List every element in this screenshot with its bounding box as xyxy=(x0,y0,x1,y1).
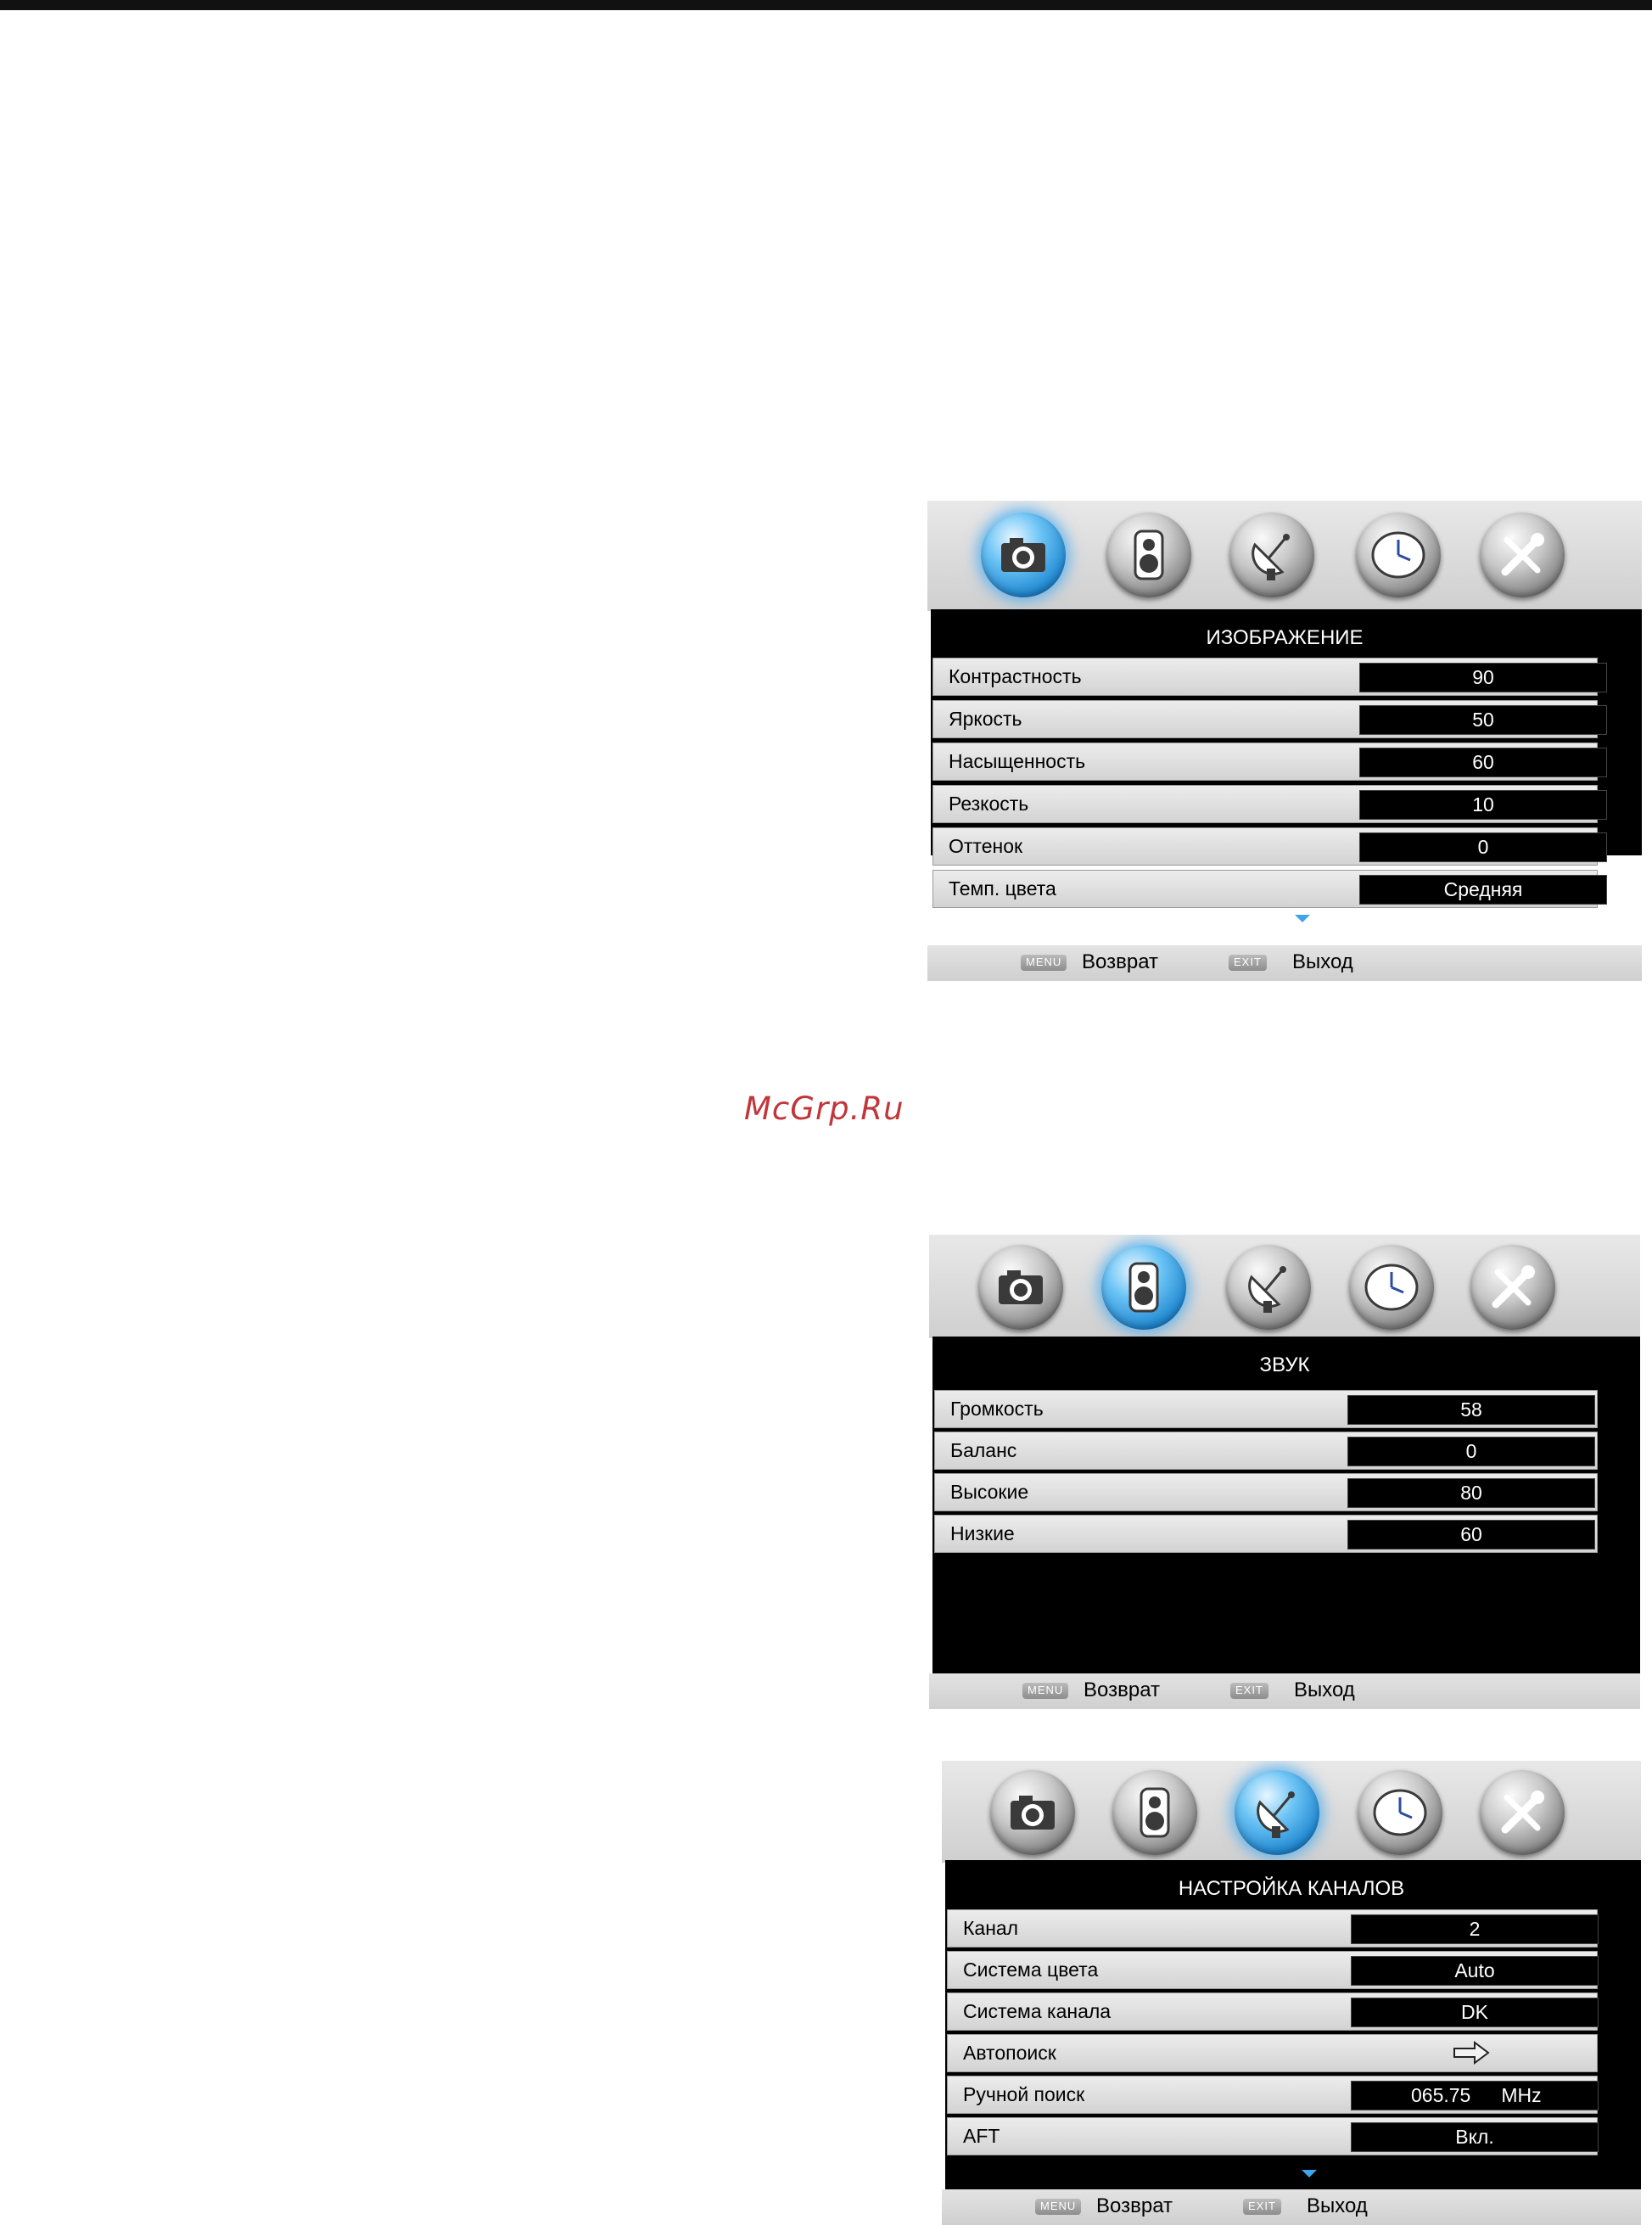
scroll-down-icon[interactable] xyxy=(1302,2170,1317,2177)
row-label: Темп. цвета xyxy=(949,877,1056,900)
menu-footer: MENU Возврат EXIT Выход xyxy=(942,2189,1641,2225)
menu-row[interactable]: Резкость 10 xyxy=(932,785,1607,823)
menu-row[interactable]: Автопоиск xyxy=(947,2034,1598,2072)
menu-tab-bar xyxy=(942,1761,1641,1863)
row-value[interactable]: DK xyxy=(1351,1998,1599,2027)
channel-icon[interactable] xyxy=(1226,1245,1311,1330)
menu-row[interactable]: Система цвета Auto xyxy=(947,1951,1599,1989)
menu-title: НАСТРОЙКА КАНАЛОВ xyxy=(1178,1877,1405,1900)
menu-row[interactable]: Яркость 50 xyxy=(932,700,1607,738)
sound-icon[interactable] xyxy=(1112,1770,1197,1855)
row-value[interactable]: 10 xyxy=(1359,790,1607,820)
picture-icon[interactable] xyxy=(981,513,1066,597)
frequency-value: 065.75 xyxy=(1411,2084,1471,2106)
setup-icon[interactable] xyxy=(1480,513,1565,597)
menu-row[interactable]: Баланс 0 xyxy=(934,1432,1598,1470)
menu-row[interactable]: Низкие 60 xyxy=(934,1515,1598,1553)
menu-row[interactable]: Контрастность 90 xyxy=(932,658,1607,696)
row-value[interactable]: 90 xyxy=(1359,663,1607,692)
channel-icon[interactable] xyxy=(1235,1770,1319,1855)
row-label: Автопоиск xyxy=(963,2042,1056,2064)
menu-row[interactable]: Темп. цвета Средняя xyxy=(932,870,1607,908)
row-value[interactable]: 60 xyxy=(1359,748,1607,777)
row-value[interactable]: 065.75 MHz xyxy=(1351,2081,1599,2110)
row-value[interactable]: 0 xyxy=(1347,1437,1595,1466)
menu-tab-bar xyxy=(929,1235,1640,1338)
menu-row[interactable]: Громкость 58 xyxy=(934,1390,1598,1428)
menu-row[interactable]: AFT Вкл. xyxy=(947,2117,1599,2155)
menu-row[interactable]: Канал 2 xyxy=(947,1909,1599,1948)
back-label: Возврат xyxy=(1084,1679,1160,1701)
row-label: Система канала xyxy=(963,2000,1112,2022)
row-label: Канал xyxy=(963,1917,1019,1939)
row-label: Низкие xyxy=(950,1522,1015,1544)
menu-row[interactable]: Оттенок 0 xyxy=(932,827,1607,866)
row-value[interactable]: 0 xyxy=(1359,832,1607,862)
menu-row[interactable]: Ручной поиск 065.75 MHz xyxy=(947,2076,1599,2114)
row-label: Контрастность xyxy=(949,665,1082,687)
row-label: Оттенок xyxy=(949,835,1023,857)
sound-icon[interactable] xyxy=(1101,1245,1186,1330)
picture-icon[interactable] xyxy=(990,1770,1075,1855)
exit-label: Выход xyxy=(1292,950,1353,973)
menu-row[interactable]: Насыщенность 60 xyxy=(932,743,1607,781)
row-value[interactable]: 60 xyxy=(1347,1520,1595,1550)
frequency-unit: MHz xyxy=(1501,2084,1542,2106)
menu-title: ЗВУК xyxy=(1259,1353,1310,1376)
back-label: Возврат xyxy=(1096,2194,1173,2217)
menu-row[interactable]: Высокие 80 xyxy=(934,1473,1598,1511)
exit-label: Выход xyxy=(1307,2194,1368,2217)
menu-key[interactable]: MENU xyxy=(1035,2198,1082,2215)
row-value[interactable]: 80 xyxy=(1347,1478,1595,1508)
menu-title: ИЗОБРАЖЕНИЕ xyxy=(1206,626,1364,649)
menu-key[interactable]: MENU xyxy=(1021,954,1067,971)
menu-row[interactable]: Система канала DK xyxy=(947,1992,1599,2031)
top-border xyxy=(0,0,1652,10)
row-label: Ручной поиск xyxy=(963,2083,1085,2105)
back-label: Возврат xyxy=(1082,950,1158,973)
menu-tab-bar xyxy=(927,501,1642,611)
time-icon[interactable] xyxy=(1356,513,1441,597)
time-icon[interactable] xyxy=(1358,1770,1442,1855)
picture-icon[interactable] xyxy=(978,1245,1063,1330)
row-value[interactable]: Auto xyxy=(1351,1956,1599,1986)
row-label: Насыщенность xyxy=(949,750,1086,772)
watermark: McGrp.Ru xyxy=(744,1090,904,1127)
sound-icon[interactable] xyxy=(1106,513,1191,597)
row-value[interactable]: 2 xyxy=(1351,1914,1599,1944)
setup-icon[interactable] xyxy=(1480,1770,1565,1855)
row-label: Высокие xyxy=(950,1481,1029,1503)
time-icon[interactable] xyxy=(1349,1245,1434,1330)
channel-icon[interactable] xyxy=(1229,513,1314,597)
row-value[interactable]: Вкл. xyxy=(1351,2122,1599,2152)
setup-icon[interactable] xyxy=(1470,1245,1555,1330)
exit-key[interactable]: EXIT xyxy=(1229,954,1267,971)
row-label: Яркость xyxy=(949,708,1022,730)
row-label: Резкость xyxy=(949,793,1029,815)
row-value[interactable]: 58 xyxy=(1347,1395,1595,1425)
row-label: Система цвета xyxy=(963,1959,1099,1981)
row-value[interactable]: Средняя xyxy=(1359,875,1607,905)
menu-footer: MENU Возврат EXIT Выход xyxy=(927,945,1642,981)
menu-key[interactable]: MENU xyxy=(1022,1682,1069,1699)
right-arrow-icon[interactable] xyxy=(1453,2041,1490,2065)
menu-footer: MENU Возврат EXIT Выход xyxy=(929,1673,1640,1709)
exit-label: Выход xyxy=(1294,1679,1355,1701)
scroll-down-icon[interactable] xyxy=(1295,915,1310,922)
exit-key[interactable]: EXIT xyxy=(1243,2198,1281,2215)
exit-key[interactable]: EXIT xyxy=(1230,1682,1268,1699)
row-label: Баланс xyxy=(950,1439,1017,1461)
row-value[interactable]: 50 xyxy=(1359,705,1607,735)
row-label: AFT xyxy=(963,2125,1000,2147)
row-label: Громкость xyxy=(950,1398,1044,1420)
